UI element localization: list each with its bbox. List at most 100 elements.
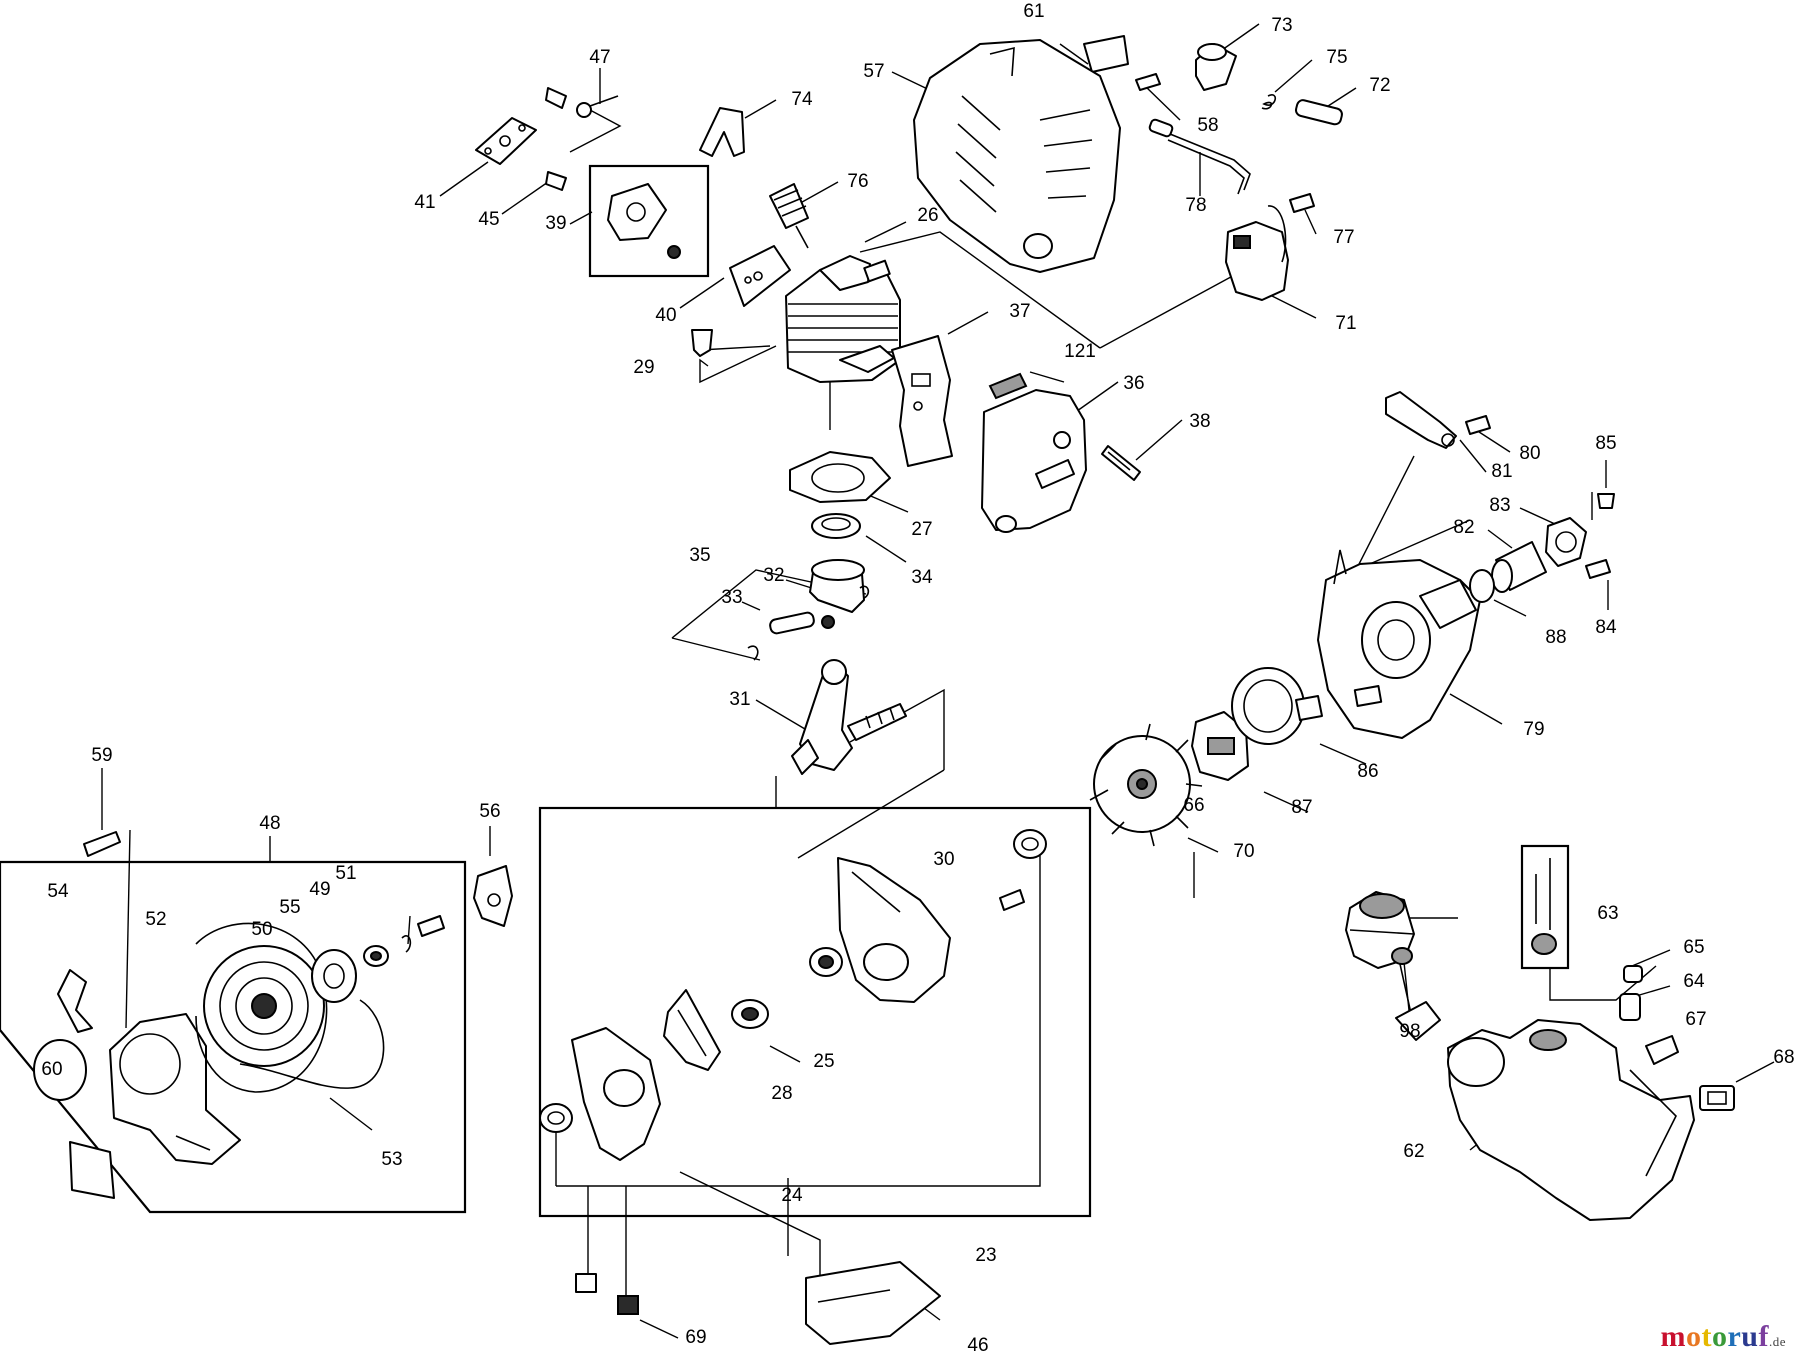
watermark-letter: f — [1758, 1320, 1769, 1353]
callout-40: 40 — [655, 305, 676, 326]
callout-121: 121 — [1064, 341, 1096, 362]
leader-lines — [101, 23, 1775, 1339]
part-68-label — [1699, 1085, 1735, 1111]
callout-31: 31 — [729, 689, 750, 710]
callout-36: 36 — [1123, 373, 1144, 394]
callout-57: 57 — [863, 61, 884, 82]
callout-25: 25 — [813, 1051, 834, 1072]
callout-87: 87 — [1291, 797, 1312, 818]
callout-45: 45 — [478, 209, 499, 230]
part-49-spring-clip — [401, 935, 412, 953]
part-80-screw — [1465, 415, 1491, 435]
callout-69: 69 — [685, 1327, 706, 1348]
part-34-ring — [811, 513, 861, 539]
part-32-piston — [809, 559, 865, 629]
part-78-ignition-lead — [1148, 118, 1251, 195]
part-88-ring — [1469, 569, 1495, 603]
part-83-clamp — [1545, 517, 1587, 567]
part-65-grommet — [1623, 965, 1643, 983]
callout-70: 70 — [1233, 841, 1254, 862]
callout-68: 68 — [1773, 1047, 1794, 1068]
part-69-plug-b — [617, 1295, 639, 1315]
part-55-nut — [363, 945, 389, 967]
callout-24: 24 — [781, 1185, 803, 1206]
part-74-boot — [699, 107, 745, 157]
part-77-screw — [1289, 193, 1315, 213]
part-35-circlip-a — [747, 645, 759, 661]
part-57-cylinder-cover — [913, 39, 1121, 273]
part-35-circlip-b — [859, 585, 870, 599]
part-51-screw — [417, 915, 445, 937]
part-crankcase-right-half — [837, 857, 951, 1003]
callout-85: 85 — [1595, 433, 1616, 454]
callout-54: 54 — [47, 881, 69, 902]
callout-37: 37 — [1009, 301, 1030, 322]
part-62-fuel-tank — [1447, 1019, 1695, 1221]
callout-23: 23 — [975, 1245, 996, 1266]
part-label-sticker — [69, 1141, 115, 1199]
callout-88: 88 — [1545, 627, 1566, 648]
part-37-muffler-gasket — [891, 335, 953, 467]
callout-28: 28 — [771, 1083, 792, 1104]
part-30-screw — [999, 889, 1025, 911]
part-58-screw — [1135, 73, 1161, 91]
watermark-letter: o — [1685, 1320, 1702, 1353]
part-27-cylinder-gasket — [789, 451, 891, 503]
callout-82: 82 — [1453, 517, 1474, 538]
part-54-pawl — [57, 969, 93, 1033]
callout-59: 59 — [91, 745, 112, 766]
part-67-pad — [1645, 1035, 1679, 1065]
part-52-recoil-pulley — [195, 922, 328, 1093]
callout-65: 65 — [1683, 937, 1704, 958]
part-starter-housing — [109, 1013, 241, 1165]
callout-98: 98 — [1399, 1021, 1420, 1042]
part-38-bolt — [1101, 445, 1141, 481]
part-45-screw — [545, 171, 567, 191]
part-bearing-right — [809, 947, 843, 977]
part-25-bearing — [731, 999, 769, 1029]
callout-52: 52 — [145, 909, 166, 930]
part-39-insulator — [607, 183, 681, 259]
callout-74: 74 — [791, 89, 813, 110]
callout-73: 73 — [1271, 15, 1292, 36]
frame-48 — [0, 860, 467, 1214]
part-98-fuel-pickup — [1391, 947, 1441, 1041]
part-60-decal — [33, 1039, 87, 1101]
callout-67: 67 — [1685, 1009, 1706, 1030]
part-72-spring-tube — [1294, 99, 1343, 126]
part-63-fuel-line-set — [1531, 858, 1557, 955]
callout-38: 38 — [1189, 411, 1210, 432]
watermark-letter: u — [1741, 1320, 1759, 1353]
callout-81: 81 — [1491, 461, 1512, 482]
part-82-bushing — [1491, 541, 1547, 593]
callout-64: 64 — [1683, 971, 1705, 992]
part-121-pad — [988, 372, 1028, 400]
callout-83: 83 — [1489, 495, 1510, 516]
part-59-bolt — [83, 831, 121, 857]
parts — [33, 35, 1735, 1345]
callout-48: 48 — [259, 813, 280, 834]
callout-47: 47 — [589, 47, 610, 68]
callout-80: 80 — [1519, 443, 1540, 464]
part-36-muffler — [981, 389, 1087, 533]
callout-51: 51 — [335, 863, 356, 884]
callout-66: 66 — [1183, 795, 1204, 816]
part-64-filter — [1619, 993, 1641, 1021]
callout-76: 76 — [847, 171, 868, 192]
callout-41: 41 — [414, 192, 435, 213]
callout-33: 33 — [721, 587, 742, 608]
part-75-spring — [1261, 94, 1276, 110]
callout-71: 71 — [1335, 313, 1356, 334]
part-81-lever — [1385, 391, 1457, 449]
callout-86: 86 — [1357, 761, 1378, 782]
part-85-screw — [1597, 493, 1615, 509]
callout-35: 35 — [689, 545, 710, 566]
frame-63 — [1520, 844, 1570, 970]
callout-61: 61 — [1023, 1, 1044, 22]
part-50-bushing — [311, 949, 357, 1003]
callout-26: 26 — [917, 205, 938, 226]
callout-29: 29 — [633, 357, 654, 378]
callout-53: 53 — [381, 1149, 402, 1170]
callout-77: 77 — [1333, 227, 1354, 248]
callout-72: 72 — [1369, 75, 1390, 96]
